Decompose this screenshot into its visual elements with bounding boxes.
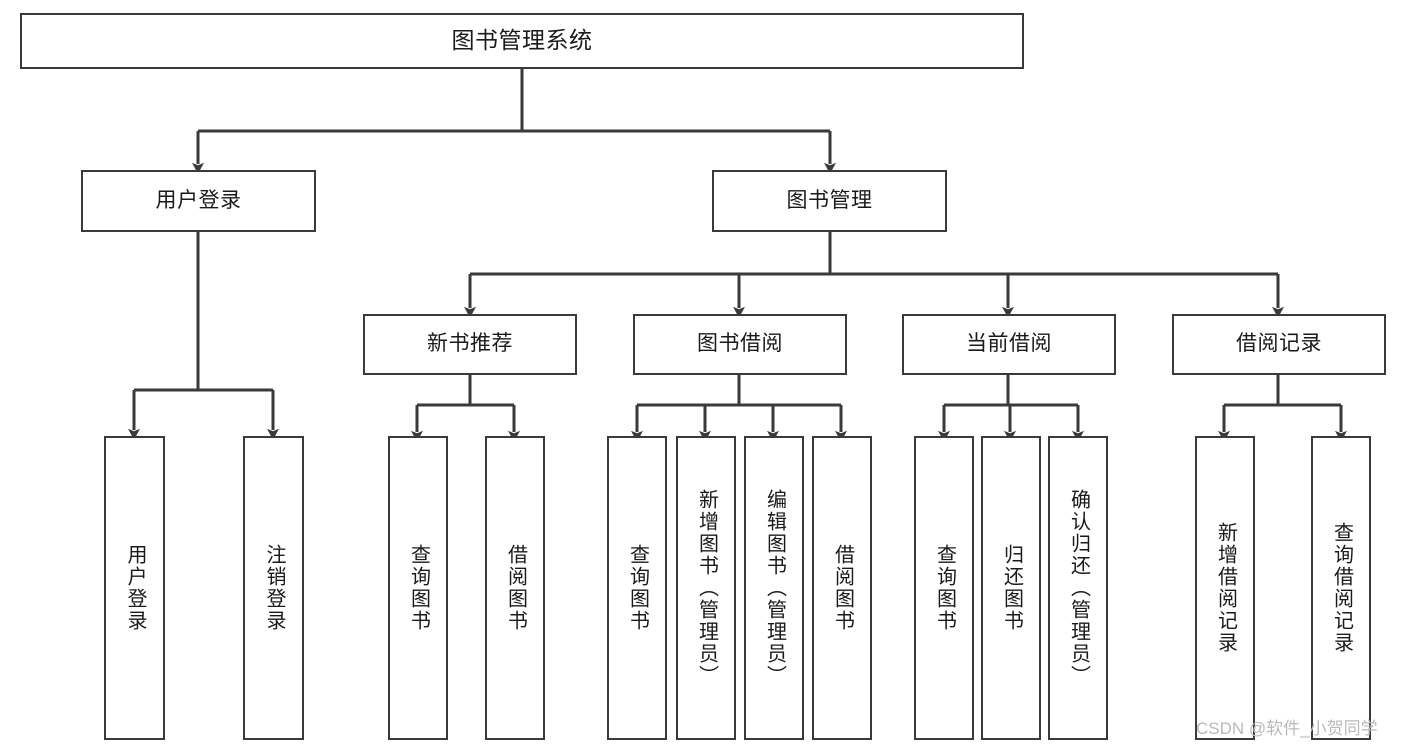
node-leaf-return-book[interactable]: 归还图书 bbox=[981, 436, 1041, 740]
node-leaf-logout-login-label: 注销登录 bbox=[263, 544, 285, 632]
node-current-borrow-label: 当前借阅 bbox=[966, 332, 1052, 356]
node-leaf-add-record-label: 新增借阅记录 bbox=[1214, 522, 1237, 654]
node-root-label: 图书管理系统 bbox=[451, 27, 593, 54]
node-book-borrow-label: 图书借阅 bbox=[697, 332, 783, 356]
node-user-login-label: 用户登录 bbox=[155, 188, 242, 212]
csdn-watermark: CSDN @软件_小贺同学 bbox=[1196, 719, 1378, 738]
node-leaf-query-book-2-label: 查询图书 bbox=[626, 544, 649, 632]
node-leaf-logout-login[interactable]: 注销登录 bbox=[243, 436, 304, 740]
node-leaf-return-book-label: 归还图书 bbox=[1000, 544, 1023, 632]
node-leaf-edit-book[interactable]: 编辑图书（管理员） bbox=[744, 436, 804, 740]
node-leaf-add-book-label: 新增图书（管理员） bbox=[695, 489, 718, 687]
node-borrow-record-label: 借阅记录 bbox=[1236, 332, 1322, 356]
node-leaf-borrow-book-2-label: 借阅图书 bbox=[831, 544, 854, 632]
node-leaf-query-record[interactable]: 查询借阅记录 bbox=[1311, 436, 1371, 740]
node-leaf-query-book-3-label: 查询图书 bbox=[933, 544, 956, 632]
node-borrow-record[interactable]: 借阅记录 bbox=[1172, 314, 1386, 375]
node-book-borrow[interactable]: 图书借阅 bbox=[633, 314, 847, 375]
node-leaf-query-record-label: 查询借阅记录 bbox=[1330, 522, 1353, 654]
node-leaf-confirm-return[interactable]: 确认归还（管理员） bbox=[1048, 436, 1108, 740]
node-book-management-label: 图书管理 bbox=[786, 188, 873, 212]
node-leaf-edit-book-label: 编辑图书（管理员） bbox=[763, 489, 786, 687]
node-leaf-add-book[interactable]: 新增图书（管理员） bbox=[676, 436, 736, 740]
node-book-management[interactable]: 图书管理 bbox=[712, 170, 947, 232]
node-leaf-confirm-return-label: 确认归还（管理员） bbox=[1067, 489, 1090, 687]
node-user-login[interactable]: 用户登录 bbox=[81, 170, 316, 232]
node-leaf-borrow-book-1-label: 借阅图书 bbox=[504, 544, 527, 632]
node-leaf-query-book-2[interactable]: 查询图书 bbox=[607, 436, 667, 740]
node-current-borrow[interactable]: 当前借阅 bbox=[902, 314, 1116, 375]
node-leaf-query-book-1-label: 查询图书 bbox=[407, 544, 430, 632]
node-leaf-query-book-3[interactable]: 查询图书 bbox=[914, 436, 974, 740]
node-leaf-query-book-1[interactable]: 查询图书 bbox=[388, 436, 448, 740]
node-leaf-borrow-book-2[interactable]: 借阅图书 bbox=[812, 436, 872, 740]
node-leaf-user-login-label: 用户登录 bbox=[124, 544, 146, 632]
node-leaf-borrow-book-1[interactable]: 借阅图书 bbox=[485, 436, 545, 740]
node-root[interactable]: 图书管理系统 bbox=[20, 13, 1024, 69]
node-leaf-user-login[interactable]: 用户登录 bbox=[104, 436, 165, 740]
node-leaf-add-record[interactable]: 新增借阅记录 bbox=[1195, 436, 1255, 740]
node-new-book-recommend[interactable]: 新书推荐 bbox=[363, 314, 577, 375]
node-new-book-recommend-label: 新书推荐 bbox=[427, 332, 513, 356]
